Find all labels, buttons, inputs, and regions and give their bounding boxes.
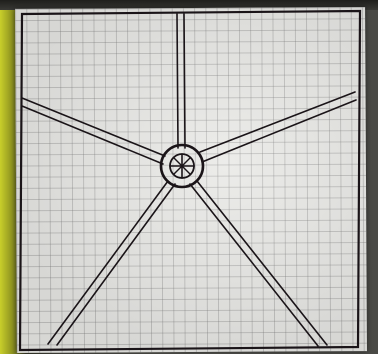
strut-lower-left (48, 181, 175, 345)
strut-right (200, 92, 356, 162)
strut-lower-right (190, 181, 327, 346)
center-hub (161, 145, 203, 187)
strut-top (177, 14, 185, 148)
outer-border (20, 11, 360, 350)
strut-left (22, 98, 165, 164)
